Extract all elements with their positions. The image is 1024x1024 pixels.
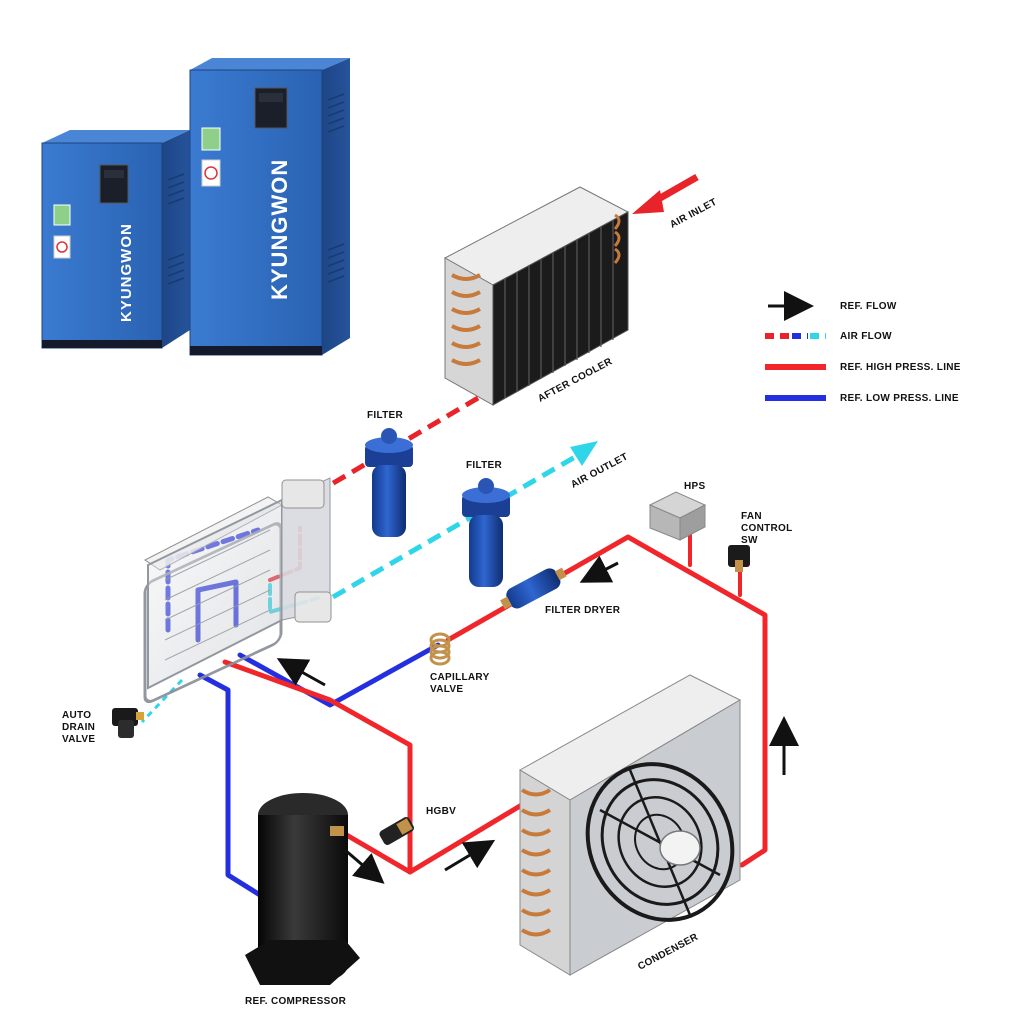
ref-compressor [245, 793, 360, 985]
air-outlet-line [331, 454, 577, 600]
hps-switch [648, 491, 707, 541]
low-press-line-capillary [237, 642, 441, 708]
legend-air-flow-label: AIR FLOW [840, 331, 892, 342]
label-filter-outlet: FILTER [466, 460, 503, 471]
flow-arrow-evap [276, 658, 326, 687]
label-capillary-1: CAPILLARY [430, 672, 490, 683]
filter-dryer [500, 567, 567, 610]
label-auto-drain-1: AUTO [62, 710, 91, 721]
label-condenser: CONDENSER [636, 931, 700, 972]
label-air-inlet: AIR INLET [668, 197, 719, 231]
flow-arrow-to-condenser [444, 839, 496, 872]
flow-arrow-dryer [579, 555, 619, 583]
filter-inlet [365, 428, 413, 537]
label-filter-inlet: FILTER [367, 410, 404, 421]
legend: REF. FLOW AIR FLOW REF. HIGH PRESS. LINE… [765, 291, 961, 404]
drain-line [140, 678, 184, 724]
label-ref-compressor: REF. COMPRESSOR [245, 996, 347, 1007]
label-fan-control-1: FAN [741, 511, 762, 522]
label-filter-dryer: FILTER DRYER [545, 605, 621, 616]
fan-control-switch [728, 545, 750, 572]
dryer-unit-small: KYUNGWON [41, 130, 190, 349]
legend-low-press-label: REF. LOW PRESS. LINE [840, 393, 959, 404]
capillary-valve [429, 632, 451, 666]
dryer-unit-large: KYUNGWON [189, 58, 350, 356]
label-capillary-2: VALVE [430, 684, 463, 695]
label-fan-control-3: SW [741, 535, 758, 546]
legend-ref-flow-label: REF. FLOW [840, 301, 897, 312]
high-press-line-liquid [445, 534, 768, 868]
label-auto-drain-3: VALVE [62, 734, 95, 745]
legend-high-press-label: REF. HIGH PRESS. LINE [840, 362, 961, 373]
air-outlet-arrow [570, 441, 598, 466]
label-hgbv: HGBV [426, 806, 456, 817]
legend-high-press: REF. HIGH PRESS. LINE [765, 362, 961, 373]
label-fan-control-2: CONTROL [741, 523, 793, 534]
air-inlet-arrow [632, 173, 699, 214]
legend-ref-flow: REF. FLOW [768, 291, 897, 321]
brand-label-small: KYUNGWON [118, 223, 135, 322]
brand-label-large: KYUNGWON [267, 159, 292, 300]
label-auto-drain-2: DRAIN [62, 722, 95, 733]
ref-flow-arrows [276, 555, 799, 884]
legend-air-flow: AIR FLOW [765, 331, 892, 342]
auto-drain-valve [112, 708, 144, 738]
label-hps: HPS [684, 481, 705, 492]
after-cooler [443, 186, 630, 406]
heat-exchanger [143, 477, 332, 704]
hgbv-valve [379, 817, 414, 845]
condenser [519, 674, 742, 976]
air-inlet-line [328, 395, 480, 488]
filter-outlet [462, 478, 510, 587]
legend-low-press: REF. LOW PRESS. LINE [765, 393, 959, 404]
flow-arrow-discharge [344, 848, 385, 884]
low-press-line-suction [197, 672, 271, 903]
